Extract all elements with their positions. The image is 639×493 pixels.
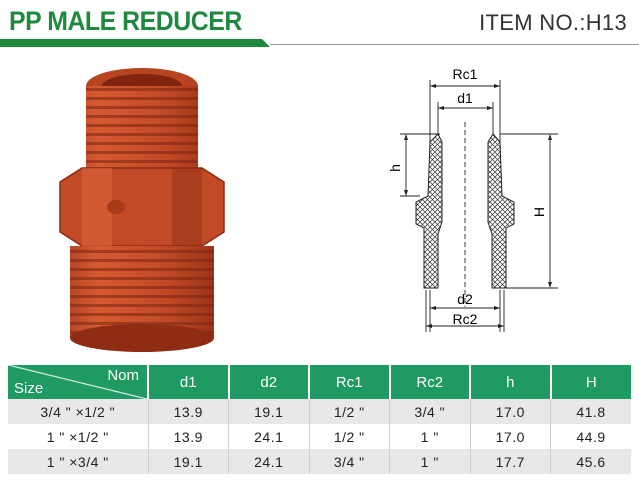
table-cell: 1 " — [389, 449, 470, 474]
item-number: ITEM NO.:H13 — [479, 10, 627, 35]
column-header: Rc2 — [389, 365, 471, 399]
table-cell: 3/4 " — [308, 449, 390, 474]
table-row: 1 " ×3/4 " 19.1 24.1 3/4 " 1 " 17.7 45.6 — [8, 449, 631, 474]
table-row: 3/4 " ×1/2 " 13.9 19.1 1/2 " 3/4 " 17.0 … — [8, 399, 631, 424]
table-cell: 17.0 — [469, 399, 551, 424]
column-header: Rc1 — [309, 365, 391, 399]
header-divider — [0, 39, 639, 47]
size-cell: 1 " ×1/2 " — [8, 424, 148, 449]
spec-table: Nom Size d1 d2 Rc1 Rc2 h H 3/4 " ×1/2 " … — [8, 365, 631, 474]
table-cell: 13.9 — [147, 424, 229, 449]
size-cell: 1 " ×3/4 " — [8, 449, 148, 474]
size-cell: 3/4 " ×1/2 " — [8, 399, 148, 424]
h-label: h — [387, 164, 403, 172]
table-cell: 13.9 — [147, 399, 229, 424]
table-cell: 1/2 " — [308, 399, 390, 424]
table-corner-header: Nom Size — [8, 365, 149, 399]
table-cell: 24.1 — [228, 424, 309, 449]
table-cell: 19.1 — [228, 399, 309, 424]
d2-label: d2 — [457, 291, 473, 307]
table-cell: 17.0 — [469, 424, 551, 449]
rc1-label: Rc1 — [453, 66, 478, 82]
H-label: H — [531, 207, 547, 217]
table-cell: 1 " — [389, 424, 470, 449]
rc2-label: Rc2 — [453, 311, 478, 327]
table-header-row: Nom Size d1 d2 Rc1 Rc2 h H — [8, 365, 631, 399]
corner-size-label: Size — [14, 380, 44, 397]
table-cell: 24.1 — [228, 449, 309, 474]
column-header: d1 — [148, 365, 230, 399]
table-cell: 44.9 — [550, 424, 631, 449]
table-cell: 3/4 " — [389, 399, 470, 424]
table-cell: 1/2 " — [308, 424, 390, 449]
table-cell: 41.8 — [550, 399, 631, 424]
d1-label: d1 — [457, 90, 473, 106]
corner-nom-label: Nom — [107, 367, 139, 384]
table-row: 1 " ×1/2 " 13.9 24.1 1/2 " 1 " 17.0 44.9 — [8, 424, 631, 449]
pipe-fitting-photo — [59, 68, 225, 352]
column-header: d2 — [228, 365, 310, 399]
table-cell: 45.6 — [550, 449, 631, 474]
column-header: H — [550, 365, 631, 399]
table-cell: 17.7 — [469, 449, 551, 474]
column-header: h — [470, 365, 552, 399]
page-title: PP MALE REDUCER — [9, 6, 242, 36]
cross-section-drawing: Rc1 d1 h H d2 Rc2 — [387, 66, 558, 332]
table-cell: 19.1 — [147, 449, 229, 474]
